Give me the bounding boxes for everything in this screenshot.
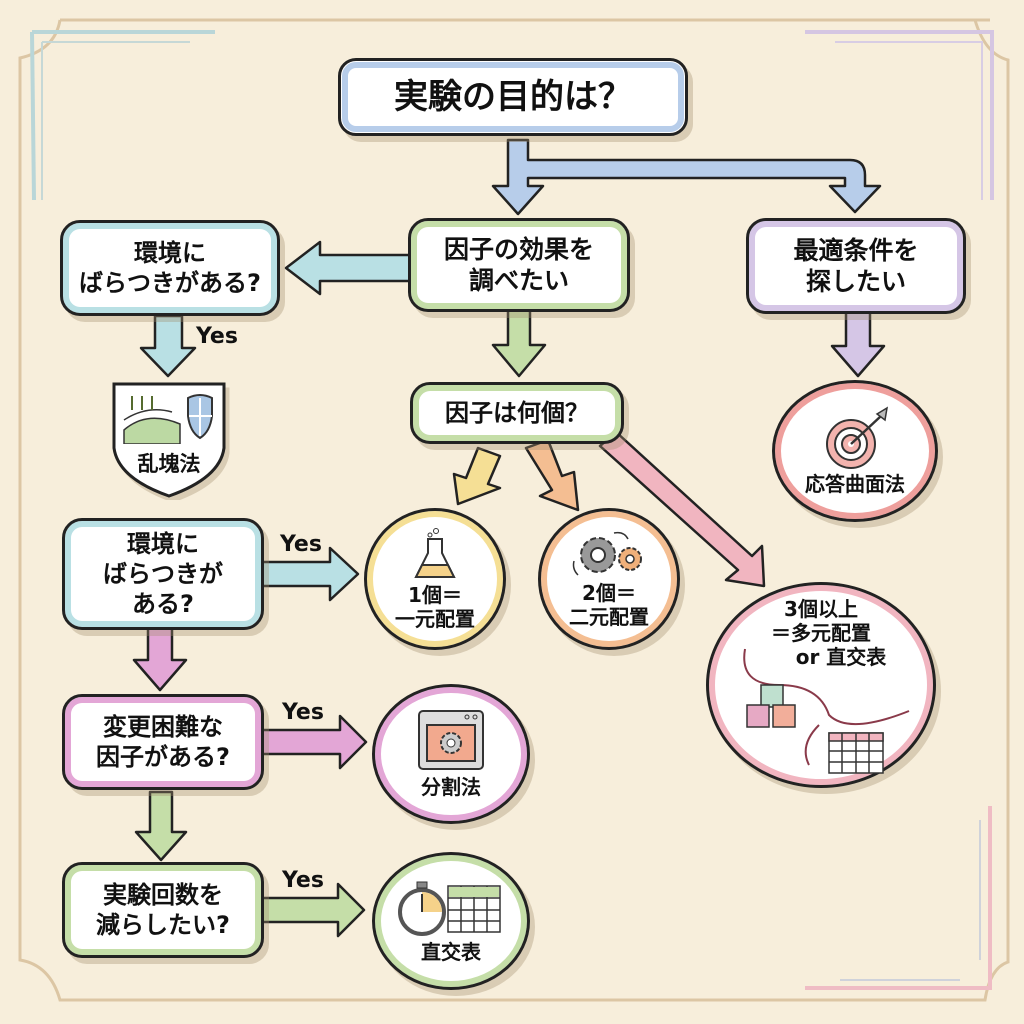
node-text: ばらつきが	[103, 560, 223, 588]
node-text: 因子がある?	[96, 743, 230, 771]
result-randomized-block: 乱塊法	[108, 378, 230, 500]
result-multi-way: 3個以上 ＝多元配置 or 直交表	[706, 582, 936, 788]
arrow-reduce-to-orthogonal	[260, 882, 366, 938]
yes-label: Yes	[282, 868, 324, 893]
node-text: ばらつきがある?	[79, 269, 261, 297]
arrow-title-to-factor-effect	[491, 138, 882, 216]
node-env-variation-1: 環境に ばらつきがある?	[60, 220, 280, 316]
node-text: 実験回数を	[103, 881, 223, 909]
node-factor-count: 因子は何個？	[410, 382, 624, 444]
target-arrow-icon	[826, 406, 889, 469]
cubes-table-icon	[743, 648, 910, 774]
arrow-count-to-two-way	[524, 438, 580, 512]
arrow-factor-to-count	[491, 308, 547, 378]
result-label: or 直交表	[795, 645, 887, 669]
node-text: 探したい	[805, 267, 906, 296]
result-label: 2個＝	[582, 581, 636, 605]
arrow-count-to-one-way	[452, 446, 502, 506]
result-label: 二元配置	[569, 605, 649, 629]
field-shield-icon	[123, 394, 213, 444]
yes-label: Yes	[280, 532, 322, 557]
node-text: 環境に	[134, 239, 206, 267]
node-text: 因子は何個？	[445, 399, 589, 427]
arrow-env2-to-hard	[132, 626, 188, 692]
result-two-way: 2個＝ 二元配置	[538, 508, 680, 650]
result-label: ＝多元配置	[771, 621, 871, 645]
result-label: 直交表	[421, 940, 481, 964]
node-text: 調べたい	[468, 266, 569, 295]
arrow-hard-to-reduce	[134, 790, 188, 862]
arrow-optimal-to-rsm	[830, 310, 886, 378]
result-label: 一元配置	[395, 607, 475, 631]
result-label: 3個以上	[784, 597, 858, 621]
yes-label: Yes	[282, 700, 324, 725]
result-label: 乱塊法	[137, 452, 201, 476]
node-text: 変更困難な	[103, 713, 223, 741]
yes-label: Yes	[196, 324, 238, 349]
result-label: 分割法	[421, 775, 481, 799]
node-text: 環境に	[127, 530, 199, 558]
title-node: 実験の目的は？	[338, 58, 688, 136]
node-text: 最適条件を	[793, 235, 919, 265]
node-reduce-runs: 実験回数を 減らしたい?	[62, 862, 264, 958]
result-split-plot: 分割法	[372, 684, 530, 824]
node-text: 減らしたい?	[96, 911, 230, 939]
arrow-count-to-multi-way	[598, 430, 766, 588]
node-text: 因子の効果を	[443, 234, 594, 264]
node-hard-to-change: 変更困難な 因子がある?	[62, 694, 264, 790]
result-orthogonal-array: 直交表	[372, 852, 530, 990]
arrow-hard-to-split	[260, 714, 368, 770]
arrow-factor-to-env1	[284, 240, 412, 296]
flask-icon	[414, 528, 456, 578]
node-env-variation-2: 環境に ばらつきが ある?	[62, 518, 264, 630]
node-factor-effect: 因子の効果を 調べたい	[408, 218, 630, 312]
result-label: 1個＝	[408, 583, 462, 607]
gears-icon	[572, 531, 642, 576]
arrow-env1-to-block	[139, 314, 197, 378]
arrow-env2-to-one-way	[260, 546, 360, 602]
title-text: 実験の目的は？	[394, 76, 632, 117]
node-text: ある?	[132, 590, 194, 618]
result-one-way: 1個＝ 一元配置	[364, 508, 506, 650]
node-optimal-condition: 最適条件を 探したい	[746, 218, 966, 314]
result-response-surface: 応答曲面法	[772, 380, 938, 522]
stopwatch-table-icon	[398, 881, 501, 936]
oven-gear-icon	[418, 710, 484, 770]
result-label: 応答曲面法	[805, 472, 905, 496]
